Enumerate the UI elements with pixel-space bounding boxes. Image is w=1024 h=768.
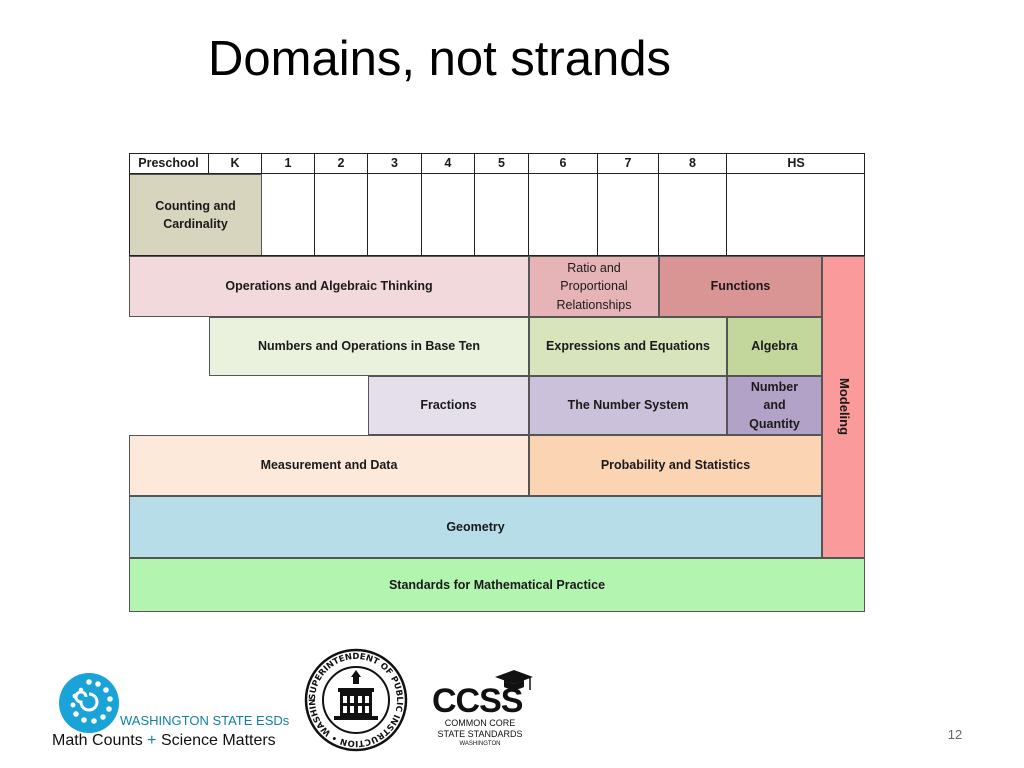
- grade-header-preschool: Preschool: [129, 153, 209, 174]
- domain-operations-algebraic-thinking: Operations and Algebraic Thinking: [129, 256, 529, 317]
- grade-header-6: 6: [529, 153, 598, 174]
- blank-cell: [475, 174, 529, 256]
- esd-tagline-b: Science Matters: [160, 732, 276, 749]
- domain-mathematical-practice: Standards for Mathematical Practice: [129, 558, 865, 612]
- domain-expressions-equations: Expressions and Equations: [529, 317, 727, 376]
- domain-number-system: The Number System: [529, 376, 727, 435]
- ccss-wordmark: CCSS: [432, 682, 523, 720]
- grade-header-7: 7: [598, 153, 659, 174]
- domain-number-and-quantity: Number and Quantity: [727, 376, 822, 435]
- grade-header-k: K: [209, 153, 262, 174]
- domain-probability-statistics: Probability and Statistics: [529, 435, 822, 496]
- grade-header-4: 4: [422, 153, 475, 174]
- ccss-line3: WASHINGTON: [459, 741, 501, 747]
- domain-measurement-data: Measurement and Data: [129, 435, 529, 496]
- ccss-line2: STATE STANDARDS: [437, 729, 523, 739]
- blank-cell: [598, 174, 659, 256]
- domain-geometry: Geometry: [129, 496, 822, 558]
- graduation-cap-icon: [495, 670, 533, 690]
- domain-numbers-operations-base-ten: Numbers and Operations in Base Ten: [209, 317, 529, 376]
- washington-esd-logo: WASHINGTON STATE ESDs Math Counts + Scie…: [52, 670, 292, 754]
- domain-algebra: Algebra: [727, 317, 822, 376]
- esd-name: WASHINGTON STATE ESDs: [120, 713, 290, 728]
- modeling-label: Modeling: [836, 378, 852, 436]
- domain-fractions: Fractions: [368, 376, 529, 435]
- ccss-line1: COMMON CORE: [444, 718, 516, 728]
- domains-grid: Preschool K 1 2 3 4 5 6 7 8 HS Counting …: [129, 153, 865, 612]
- blank-cell: [422, 174, 475, 256]
- blank-cell: [529, 174, 598, 256]
- ospi-seal-logo: SUPERINTENDENT OF PUBLIC INSTRUCTION • W…: [300, 641, 408, 752]
- grade-header-8: 8: [659, 153, 727, 174]
- domain-modeling: Modeling: [822, 256, 865, 558]
- blank-cell: [659, 174, 727, 256]
- blank-cell: [368, 174, 422, 256]
- ccss-logo: CCSS COMMON CORE STATE STANDARDS WASHING…: [432, 668, 542, 758]
- domain-counting-and-cardinality: Counting and Cardinality: [129, 174, 262, 256]
- grade-header-2: 2: [315, 153, 368, 174]
- blank-cell: [262, 174, 315, 256]
- grade-header-3: 3: [368, 153, 422, 174]
- blank-cell: [315, 174, 368, 256]
- grade-header-1: 1: [262, 153, 315, 174]
- grade-header-5: 5: [475, 153, 529, 174]
- spiral-icon: [59, 673, 119, 733]
- esd-tagline: Math Counts + Science Matters: [52, 732, 276, 750]
- seal-icon: SUPERINTENDENT OF PUBLIC INSTRUCTION • W…: [300, 641, 408, 752]
- domain-functions: Functions: [659, 256, 822, 317]
- slide-title: Domains, not strands: [208, 32, 671, 86]
- page-number: 12: [947, 727, 963, 742]
- esd-tagline-a: Math Counts: [52, 732, 143, 749]
- domain-ratio-proportional: Ratio and Proportional Relationships: [529, 256, 659, 317]
- grade-header-hs: HS: [727, 153, 865, 174]
- plus-icon: +: [147, 732, 157, 749]
